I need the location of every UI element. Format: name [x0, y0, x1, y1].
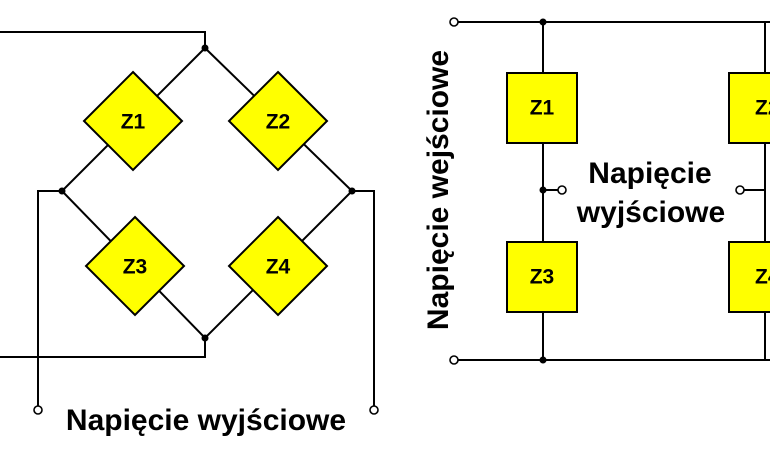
ladder-component-z3-label: Z3	[530, 266, 555, 289]
bridge-component-z4-label: Z4	[266, 256, 291, 279]
ladder-component-z4: Z4	[728, 241, 770, 313]
ladder-output-terminal-left	[557, 185, 567, 195]
ladder-input-label: Napięcie wejściowe	[422, 50, 455, 330]
ladder-component-z4-label: Z4	[755, 266, 770, 289]
ladder-node-mid-left	[539, 186, 547, 194]
bridge-output-wire-left	[37, 190, 62, 410]
bridge-top-supply-wire	[0, 31, 206, 48]
bridge-component-z1: Z1	[82, 70, 184, 172]
ladder-circuit: Z1 Z2 Z3 Z4 Napięcie wejściowe Napięcie …	[422, 17, 770, 365]
ladder-component-z3: Z3	[506, 241, 578, 313]
bridge-component-z3: Z3	[84, 215, 186, 317]
bridge-circuit: Z1 Z2 Z3 Z4 Napięcie wyjściowe	[0, 31, 379, 437]
bridge-component-z2: Z2	[227, 70, 329, 172]
bridge-output-terminal-left	[33, 405, 43, 415]
ladder-input-terminal-top	[449, 17, 459, 27]
ladder-node-bottom-left	[539, 356, 547, 364]
ladder-node-top-left	[539, 18, 547, 26]
ladder-component-z2: Z2	[728, 72, 770, 144]
bridge-output-wire-right	[352, 190, 375, 410]
bridge-node-bottom	[201, 334, 209, 342]
ladder-component-z2-label: Z2	[755, 97, 770, 120]
bridge-component-z1-label: Z1	[121, 111, 146, 134]
ladder-component-z1: Z1	[506, 72, 578, 144]
bridge-diamond-wire	[60, 47, 354, 340]
bridge-bottom-supply-wire	[0, 338, 206, 358]
bridge-output-terminal-right	[369, 405, 379, 415]
bridge-component-z2-label: Z2	[266, 111, 291, 134]
bridge-output-label: Napięcie wyjściowe	[66, 404, 346, 437]
bridge-node-right	[348, 187, 356, 195]
bridge-component-z4: Z4	[227, 215, 329, 317]
ladder-input-terminal-bottom	[449, 355, 459, 365]
ladder-component-z1-label: Z1	[530, 97, 555, 120]
bridge-node-top	[201, 44, 209, 52]
ladder-output-terminal-right	[735, 185, 745, 195]
ladder-output-label-line1: Napięcie	[588, 157, 711, 190]
bridge-node-left	[58, 187, 66, 195]
bridge-component-z3-label: Z3	[123, 256, 148, 279]
ladder-output-label-line2: wyjściowe	[576, 196, 725, 229]
